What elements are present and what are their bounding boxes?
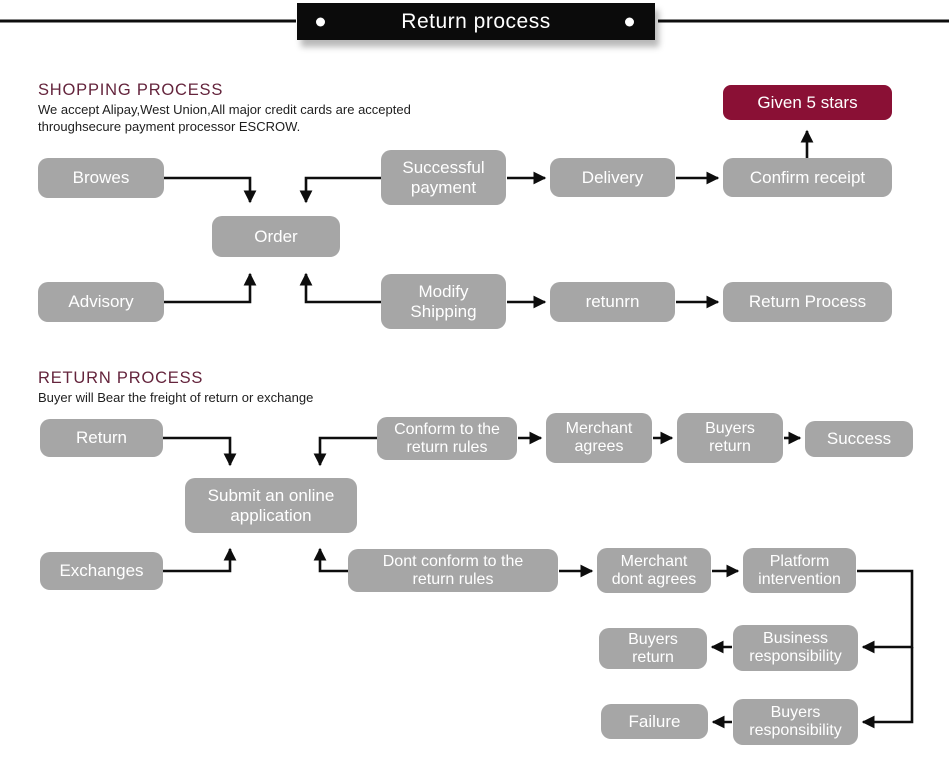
- arrow-advisory-order: [164, 272, 257, 304]
- node-modify-shipping: Modify Shipping: [381, 274, 506, 329]
- node-return: Return: [40, 419, 163, 457]
- node-given-5-stars: Given 5 stars: [723, 85, 892, 120]
- arrow-platform-buyersresp: [861, 647, 914, 729]
- node-advisory: Advisory: [38, 282, 164, 322]
- node-buyers-responsibility: Buyers responsibility: [733, 699, 858, 745]
- return-process-heading: RETURN PROCESS: [38, 369, 204, 387]
- arrow-exchanges-submit: [163, 547, 237, 573]
- node-exchanges: Exchanges: [40, 552, 163, 590]
- return-process-subtitle: Buyer will Bear the freight of return or…: [38, 390, 314, 405]
- arrow-browes-order: [164, 176, 257, 204]
- node-business-responsibility: Business responsibility: [733, 625, 858, 671]
- node-dont-conform-rules: Dont conform to the return rules: [348, 549, 558, 592]
- node-order: Order: [212, 216, 340, 257]
- node-buyers-return-1: Buyers return: [677, 413, 783, 463]
- node-successful-payment: Successful payment: [381, 150, 506, 205]
- node-retunrn: retunrn: [550, 282, 675, 322]
- node-merchant-dont-agrees: Merchant dont agrees: [597, 548, 711, 593]
- node-platform-intervention: Platform intervention: [743, 548, 856, 593]
- arrow-conform-submit: [313, 436, 377, 467]
- node-browes: Browes: [38, 158, 164, 198]
- title-banner: Return process: [297, 3, 655, 40]
- node-buyers-return-2: Buyers return: [599, 628, 707, 669]
- node-delivery: Delivery: [550, 158, 675, 197]
- arrow-successful-order: [299, 176, 381, 204]
- node-conform-rules: Conform to the return rules: [377, 417, 517, 460]
- arrow-modify-order: [299, 272, 381, 304]
- node-submit-application: Submit an online application: [185, 478, 357, 533]
- banner-dot-right-icon: [625, 17, 634, 26]
- arrow-platform-business: [857, 569, 914, 654]
- shopping-process-subtitle: We accept Alipay,West Union,All major cr…: [38, 102, 411, 134]
- node-failure: Failure: [601, 704, 708, 739]
- node-merchant-agrees: Merchant agrees: [546, 413, 652, 463]
- banner-dot-left-icon: [316, 17, 325, 26]
- node-return-process: Return Process: [723, 282, 892, 322]
- node-confirm-receipt: Confirm receipt: [723, 158, 892, 197]
- banner-title: Return process: [401, 9, 551, 33]
- shopping-process-heading: SHOPPING PROCESS: [38, 81, 224, 99]
- arrow-dontconform-submit: [313, 547, 348, 573]
- arrow-return-submit: [163, 436, 237, 467]
- node-success: Success: [805, 421, 913, 457]
